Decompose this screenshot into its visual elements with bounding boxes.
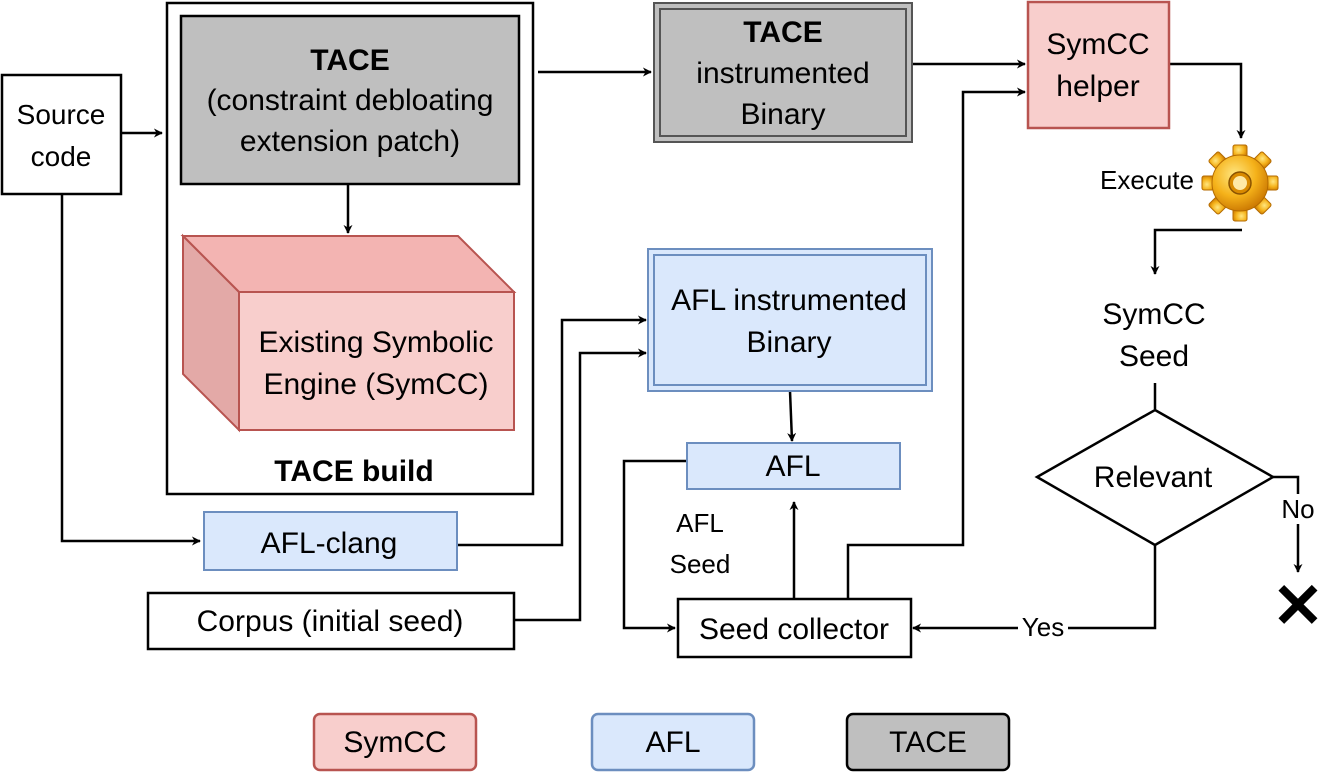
legend-item-tace: TACE xyxy=(845,712,1011,772)
edge-relevant-yes xyxy=(912,545,1157,633)
source-code-line-1: Source xyxy=(17,99,106,130)
execute-label: Execute xyxy=(1100,165,1194,195)
edge-afl-binary-to-afl xyxy=(787,390,797,442)
edge-execute-to-seed xyxy=(1150,228,1242,275)
afl-seed-line-1: AFL xyxy=(676,508,724,538)
afl-binary-line-2: Binary xyxy=(746,326,831,359)
afl-binary-line-1: AFL instrumented xyxy=(671,284,907,317)
legend-label-tace: TACE xyxy=(889,726,967,759)
afl-label: AFL xyxy=(765,450,820,483)
edge-helper-to-execute xyxy=(1169,62,1246,139)
legend: SymCC AFL TACE xyxy=(312,712,1011,772)
seed-collector-label: Seed collector xyxy=(699,613,889,646)
symcc-helper-line-2: helper xyxy=(1056,70,1139,103)
tace-patch-node: TACE (constraint debloating extension pa… xyxy=(179,14,521,186)
source-code-node: Source code xyxy=(0,73,123,196)
symbolic-engine-line-1: Existing Symbolic xyxy=(258,326,493,359)
svg-text:✕: ✕ xyxy=(1272,572,1323,641)
symcc-seed-line-1: SymCC xyxy=(1102,298,1205,331)
tace-build-label: TACE build xyxy=(274,455,433,488)
symcc-seed-line-2: Seed xyxy=(1119,340,1189,373)
edge-aflclang-to-afl-binary xyxy=(458,315,647,547)
edge-label-no: No xyxy=(1279,494,1317,524)
tace-build-container: TACE build xyxy=(165,1,535,496)
afl-node: AFL xyxy=(686,442,901,490)
tace-patch-line-2: (constraint debloating xyxy=(207,84,494,117)
afl-seed-label: AFL Seed xyxy=(670,508,731,579)
afl-seed-line-2: Seed xyxy=(670,549,731,579)
corpus-label: Corpus (initial seed) xyxy=(197,605,464,638)
edge-relevant-no xyxy=(1272,475,1303,573)
edges xyxy=(60,59,1303,633)
relevant-decision: Relevant xyxy=(1034,408,1276,547)
tace-binary-line-2: instrumented xyxy=(696,57,869,90)
tace-binary-line-3: Binary xyxy=(740,98,825,131)
tace-binary-node: TACE instrumented Binary xyxy=(653,2,913,143)
symbolic-engine-node: Existing Symbolic Engine (SymCC) xyxy=(180,233,517,433)
tace-binary-title: TACE xyxy=(743,16,822,49)
yes-label: Yes xyxy=(1022,612,1064,642)
afl-clang-label: AFL-clang xyxy=(261,527,398,560)
edge-collector-to-helper xyxy=(846,87,1026,598)
edge-afl-to-collector xyxy=(622,459,686,633)
tace-patch-title: TACE xyxy=(310,44,389,77)
reject-x-icon: ✕ xyxy=(1272,572,1323,641)
no-label: No xyxy=(1281,494,1314,524)
edge-corpus-to-afl-binary xyxy=(515,348,647,622)
execute-step: Execute xyxy=(1100,144,1279,222)
source-code-line-2: code xyxy=(31,141,92,172)
legend-label-afl: AFL xyxy=(645,726,700,759)
symbolic-engine-line-2: Engine (SymCC) xyxy=(263,368,488,401)
symcc-helper-line-1: SymCC xyxy=(1046,28,1149,61)
tace-patch-line-3: extension patch) xyxy=(240,125,460,158)
corpus-node: Corpus (initial seed) xyxy=(146,591,516,651)
relevant-label: Relevant xyxy=(1094,461,1213,494)
afl-binary-node: AFL instrumented Binary xyxy=(647,248,933,392)
legend-item-afl: AFL xyxy=(590,712,756,772)
afl-clang-node: AFL-clang xyxy=(203,511,458,571)
symcc-helper-node: SymCC helper xyxy=(1026,0,1171,130)
edge-label-yes: Yes xyxy=(1018,612,1068,642)
legend-item-symcc: SymCC xyxy=(312,712,478,772)
symcc-seed-node: SymCC Seed xyxy=(1102,298,1205,373)
seed-collector-node: Seed collector xyxy=(676,597,913,659)
gear-icon xyxy=(1201,144,1279,222)
edge-source-to-aflclang xyxy=(60,195,201,546)
legend-label-symcc: SymCC xyxy=(343,726,446,759)
